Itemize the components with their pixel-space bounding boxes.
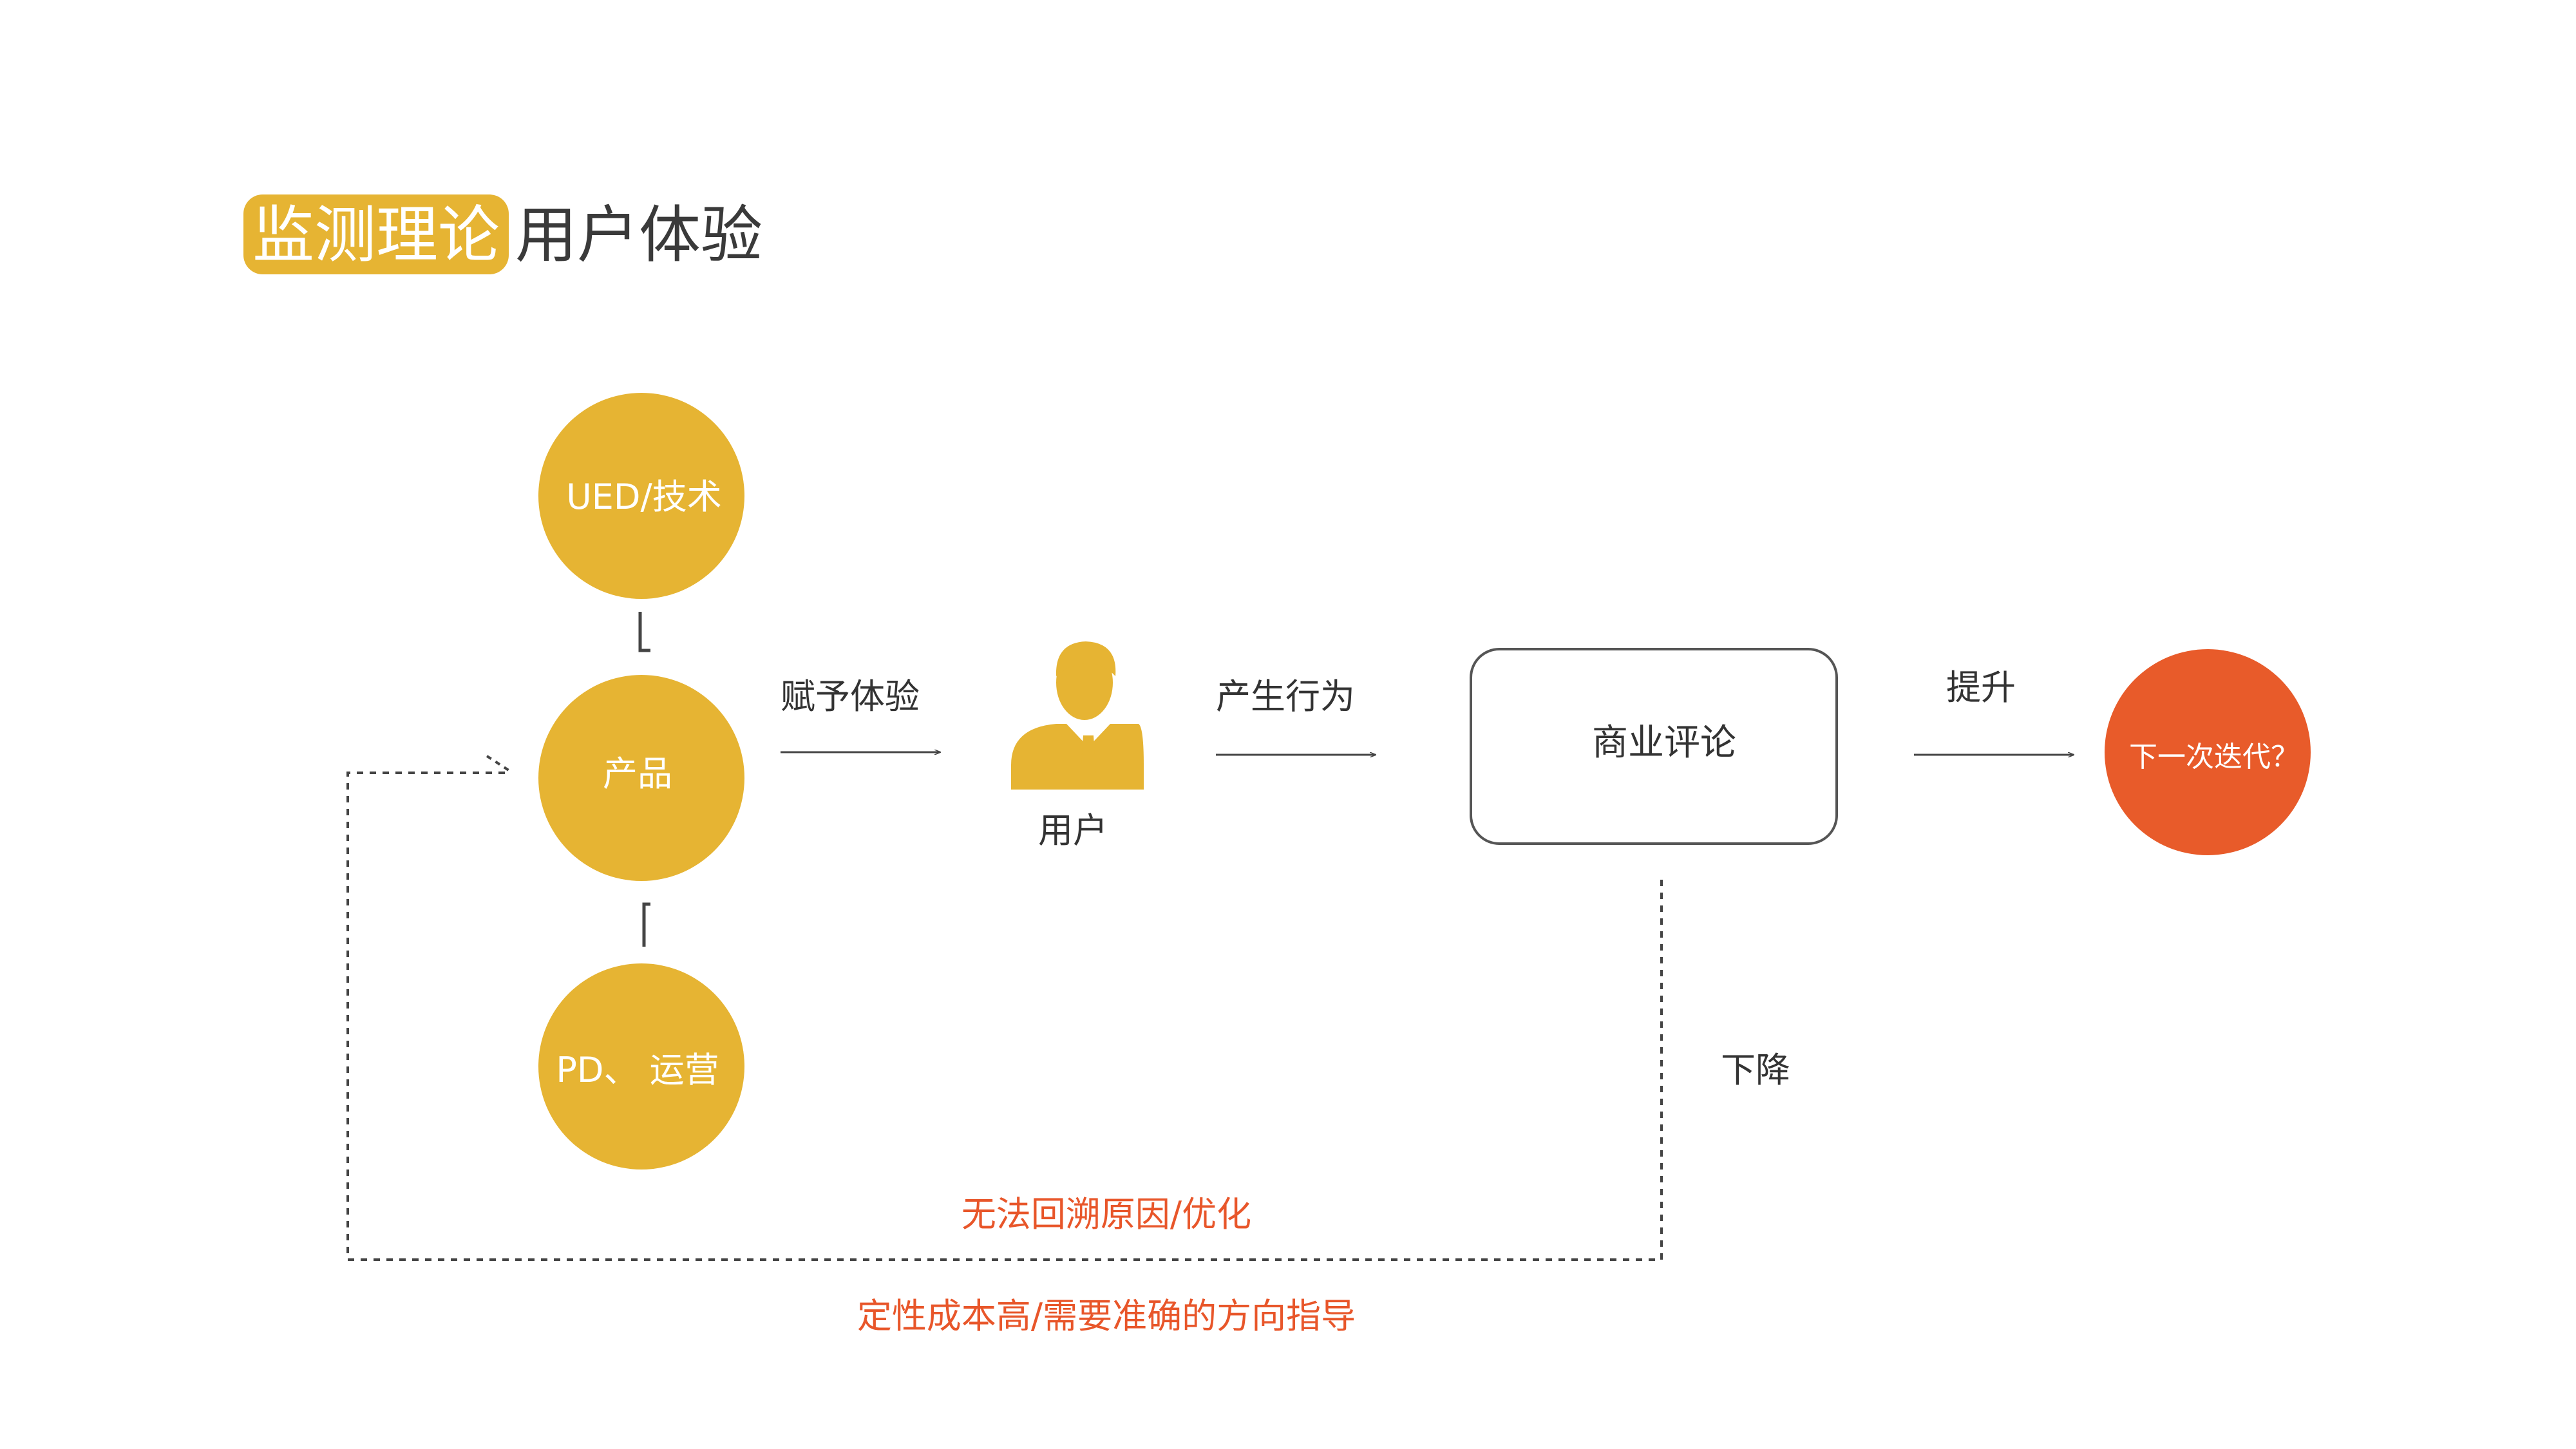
qualitative-cost-note: 定性成本高/需要准确的方向指导	[857, 1296, 1356, 1336]
pd-operations-label: PD、 运营	[556, 1050, 719, 1090]
header-badge-text: 监测理论	[252, 199, 500, 271]
pd-product-connector	[642, 902, 650, 947]
next-iteration-circle	[2105, 649, 2311, 855]
user-avatar-icon	[1011, 641, 1144, 790]
cannot-trace-note: 无法回溯原因/优化	[961, 1194, 1251, 1235]
business-review-box	[1470, 648, 1838, 845]
business-review-label: 商业评论	[1592, 722, 1736, 764]
ued-tech-label: UED/技术	[566, 477, 721, 517]
ued-tech-circle	[538, 393, 744, 599]
produce-behavior-label: 产生行为	[1216, 676, 1355, 717]
product-label: 产品	[603, 753, 672, 794]
decline-label: 下降	[1721, 1050, 1790, 1090]
product-circle	[538, 675, 744, 881]
give-experience-label: 赋予体验	[781, 676, 920, 717]
page-title: 用户体验	[515, 199, 762, 271]
ued-product-connector	[638, 612, 650, 652]
improve-label: 提升	[1946, 667, 2016, 708]
pd-operations-circle	[538, 963, 744, 1170]
header-badge	[243, 194, 509, 274]
user-label: 用户	[1038, 810, 1108, 851]
feedback-dashed-loop	[346, 772, 1663, 1261]
next-iteration-label: 下一次迭代？	[2129, 741, 2299, 773]
feedback-arrowhead	[486, 755, 514, 774]
